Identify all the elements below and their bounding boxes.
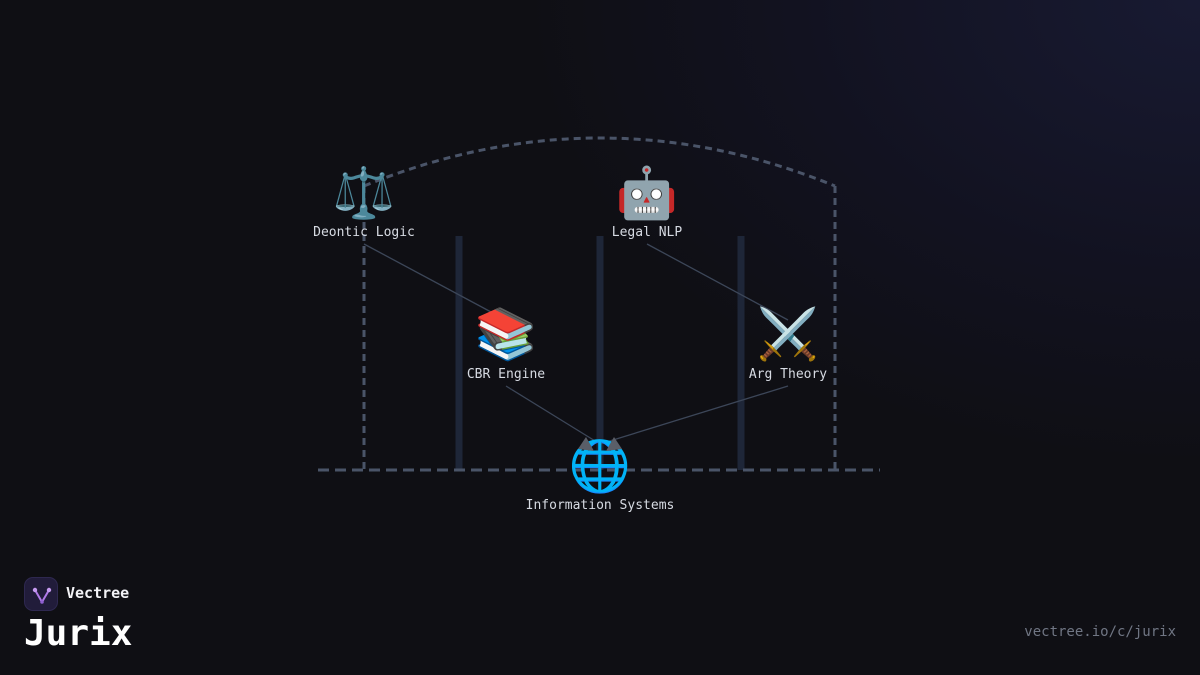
node-infosys[interactable]: 🌐 Information Systems bbox=[526, 437, 675, 513]
node-label: Arg Theory bbox=[749, 367, 827, 382]
site-url[interactable]: vectree.io/c/jurix bbox=[1024, 624, 1176, 640]
brand-name: Vectree bbox=[66, 584, 130, 602]
edge-deontic-cbr bbox=[363, 243, 507, 321]
node-arg[interactable]: ⚔️ Arg Theory bbox=[749, 305, 827, 382]
node-label: Information Systems bbox=[526, 498, 675, 513]
books-icon: 📚 bbox=[475, 305, 537, 363]
globe-ear-right-icon bbox=[606, 437, 622, 451]
edge-layer bbox=[363, 243, 789, 445]
node-label: Deontic Logic bbox=[313, 225, 415, 240]
frame-arch bbox=[363, 136, 836, 188]
edge-arg-infosys bbox=[599, 385, 789, 445]
node-deontic[interactable]: ⚖️ Deontic Logic bbox=[313, 164, 415, 240]
node-label: Legal NLP bbox=[612, 225, 683, 240]
node-nlp[interactable]: 🤖 Legal NLP bbox=[612, 164, 683, 240]
brand-block: Vectree Jurix bbox=[24, 577, 284, 667]
robot-icon: 🤖 bbox=[616, 164, 678, 222]
page-title: Jurix bbox=[24, 613, 133, 654]
node-layer: ⚖️ Deontic Logic 🤖 Legal NLP 📚 CBR Engine ⚔️ Ar… bbox=[313, 164, 827, 513]
vectree-logo-icon bbox=[24, 577, 58, 611]
edge-nlp-arg bbox=[646, 243, 789, 321]
scales-icon: ⚖️ bbox=[333, 164, 395, 222]
globe-icon: 🌐 bbox=[569, 437, 631, 495]
edge-cbr-infosys bbox=[505, 385, 601, 445]
crossed-swords-icon: ⚔️ bbox=[757, 305, 819, 363]
node-label: CBR Engine bbox=[467, 367, 545, 382]
node-cbr[interactable]: 📚 CBR Engine bbox=[467, 305, 545, 382]
globe-ear-left-icon bbox=[578, 437, 594, 451]
temple-frame bbox=[318, 136, 880, 472]
